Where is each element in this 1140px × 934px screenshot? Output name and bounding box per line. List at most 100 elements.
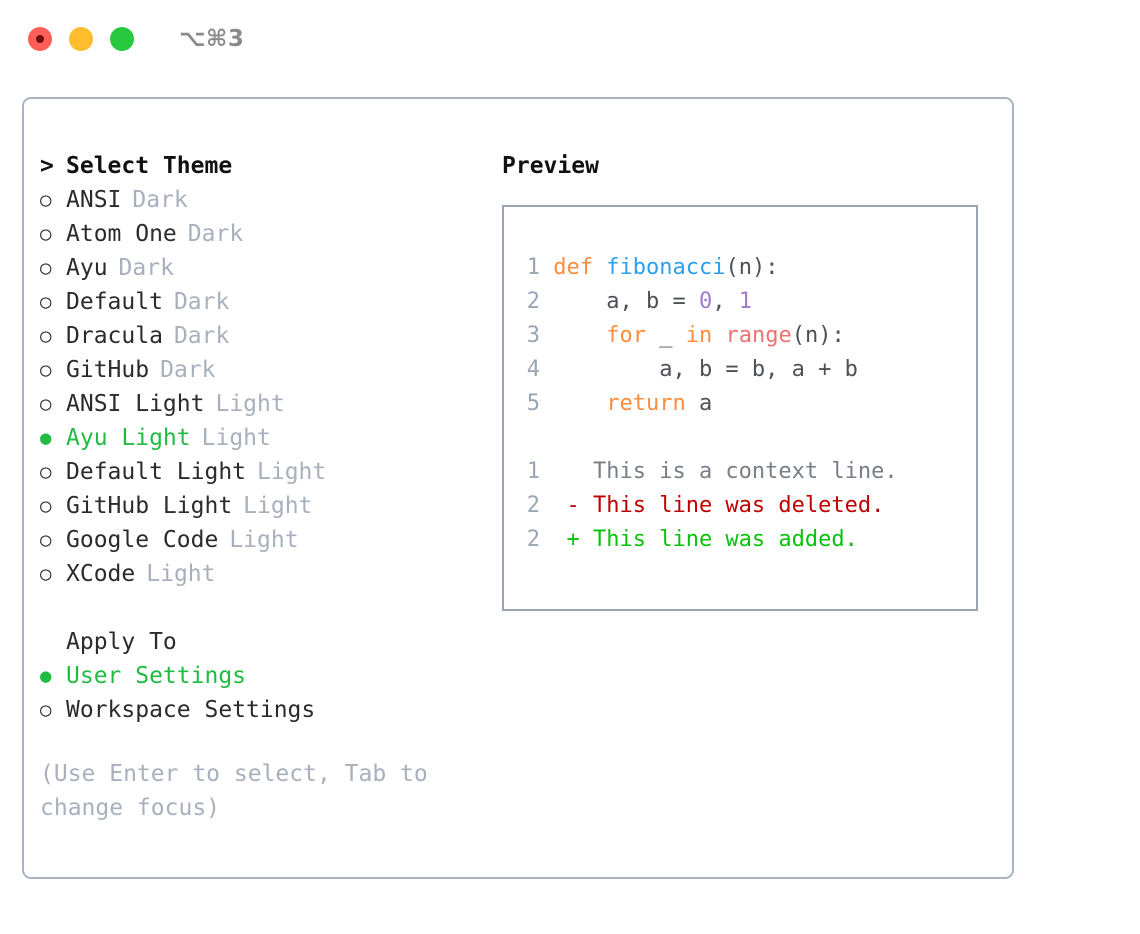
code-line-number: 4 — [526, 357, 540, 382]
select-theme-heading: > Select Theme — [40, 149, 480, 183]
code-line: 5 return a — [518, 387, 976, 421]
blank-marker: ○ — [40, 625, 66, 659]
diff-marker — [540, 459, 593, 484]
theme-variant-tag: Dark — [187, 221, 244, 247]
code-token — [593, 255, 606, 280]
theme-option-label: ANSI — [66, 187, 122, 213]
radio-unselected-icon[interactable]: ○ — [40, 359, 52, 381]
code-line-number: 2 — [526, 289, 540, 314]
preview-heading: Preview — [502, 153, 599, 179]
close-icon[interactable] — [28, 27, 52, 51]
radio-unselected-icon[interactable]: ○ — [40, 495, 52, 517]
radio-unselected-icon[interactable]: ○ — [40, 189, 52, 211]
code-line: 2 a, b = 0, 1 — [518, 285, 976, 319]
theme-option-label: GitHub Light — [66, 493, 233, 519]
code-token: def — [553, 255, 593, 280]
radio-unselected-icon[interactable]: ○ — [40, 529, 52, 551]
theme-option[interactable]: ○ Default Light Light — [40, 455, 480, 489]
theme-option-label: Default — [66, 289, 163, 315]
theme-option-label: Dracula — [66, 323, 163, 349]
code-token: a, b = b, a + b — [553, 357, 858, 382]
theme-option[interactable]: ○ XCode Light — [40, 557, 480, 591]
diff-marker: - — [540, 493, 593, 518]
theme-variant-tag: Dark — [160, 357, 216, 383]
theme-option[interactable]: ○ ANSI Dark — [40, 183, 480, 217]
radio-unselected-icon[interactable]: ○ — [40, 223, 52, 245]
code-token: , — [712, 289, 739, 314]
code-token: in — [685, 323, 713, 348]
caret-icon: > — [40, 153, 54, 179]
radio-unselected-icon[interactable]: ○ — [40, 257, 52, 279]
keyboard-shortcut-label: ⌥⌘3 — [179, 26, 245, 52]
diff-marker: + — [540, 527, 593, 552]
code-line: 3 for _ in range(n): — [518, 319, 976, 353]
spacer — [40, 591, 480, 625]
gutter-space — [540, 289, 553, 314]
minimize-icon[interactable] — [69, 27, 93, 51]
theme-option-label: XCode — [66, 561, 136, 587]
gutter-space — [540, 255, 553, 280]
code-token: a — [685, 391, 713, 416]
radio-selected-icon[interactable]: ● — [40, 665, 52, 687]
theme-option-label: Default Light — [66, 459, 247, 485]
code-token: 1 — [738, 289, 752, 314]
theme-variant-tag: Light — [201, 425, 271, 451]
code-line: 4 a, b = b, a + b — [518, 353, 976, 387]
theme-variant-tag: Dark — [173, 289, 230, 315]
diff-line-number: 2 — [526, 493, 540, 518]
radio-unselected-icon[interactable]: ○ — [40, 563, 52, 585]
code-token — [553, 323, 606, 348]
diff-text: This is a context line. — [592, 459, 898, 484]
diff-line: 2 - This line was deleted. — [518, 489, 976, 523]
code-token: range — [725, 323, 792, 348]
theme-option[interactable]: ○ Atom One Dark — [40, 217, 480, 251]
apply-to-list: ● User Settings ○Workspace Settings — [40, 659, 480, 727]
code-line: 1 def fibonacci(n): — [518, 251, 976, 285]
theme-option-label: ANSI Light — [66, 391, 205, 417]
select-theme-heading-label: Select Theme — [66, 153, 233, 179]
gutter-space — [540, 323, 553, 348]
theme-option[interactable]: ○ Default Dark — [40, 285, 480, 319]
code-token: (n): — [725, 255, 779, 280]
traffic-lights — [28, 27, 134, 51]
theme-variant-tag: Dark — [132, 187, 188, 213]
code-line-number: 1 — [526, 255, 540, 280]
apply-to-heading-label: Apply To — [66, 629, 177, 655]
maximize-icon[interactable] — [110, 27, 134, 51]
radio-unselected-icon[interactable]: ○ — [40, 461, 52, 483]
radio-unselected-icon[interactable]: ○ — [40, 291, 52, 313]
gutter-space — [540, 391, 553, 416]
window-titlebar: ⌥⌘3 — [0, 0, 1140, 78]
code-token — [553, 391, 606, 416]
radio-unselected-icon[interactable]: ○ — [40, 325, 52, 347]
radio-selected-icon[interactable]: ● — [40, 427, 52, 449]
apply-to-option-label: User Settings — [66, 663, 247, 689]
theme-option[interactable]: ○ ANSI Light Light — [40, 387, 480, 421]
theme-option-label: Ayu — [66, 255, 108, 281]
theme-variant-tag: Light — [146, 561, 216, 587]
code-token: fibonacci — [606, 255, 726, 280]
theme-variant-tag: Light — [257, 459, 327, 485]
radio-unselected-icon[interactable]: ○ — [40, 393, 52, 415]
theme-option-label: Atom One — [66, 221, 177, 247]
diff-line: 2 + This line was added. — [518, 523, 976, 557]
radio-unselected-icon[interactable]: ○ — [40, 699, 52, 721]
theme-variant-tag: Light — [215, 391, 285, 417]
spacer — [518, 421, 976, 455]
apply-to-option[interactable]: ● User Settings — [40, 659, 480, 693]
apply-to-option[interactable]: ○Workspace Settings — [40, 693, 480, 727]
gutter-space — [540, 357, 553, 382]
diff-sample: 1 This is a context line.2 - This line w… — [518, 455, 976, 557]
code-token: (n): — [791, 323, 845, 348]
